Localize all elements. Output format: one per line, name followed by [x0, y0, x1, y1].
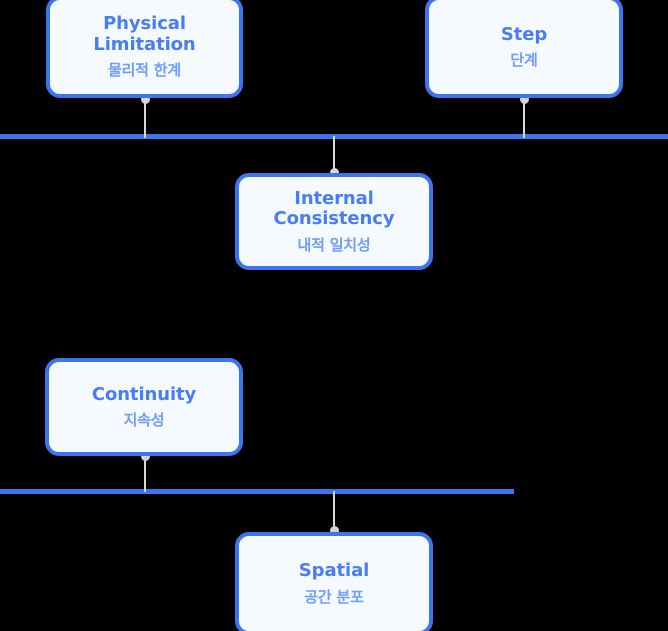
node-label-ko: 내적 일치성 [297, 235, 371, 254]
connector-stem-internal-consistency [333, 136, 335, 176]
node-internal-consistency[interactable]: Internal Consistency 내적 일치성 [235, 173, 433, 270]
connector-rail-lower [0, 489, 514, 494]
connector-stem-spatial [333, 491, 335, 533]
node-label-en: Step [500, 23, 548, 45]
node-label-ko: 물리적 한계 [107, 61, 182, 80]
connector-stem-physical-limitation [144, 98, 146, 138]
connector-stem-continuity [144, 456, 146, 492]
node-label-en: Spatial [298, 560, 370, 582]
node-label-ko: 지속성 [123, 411, 165, 430]
node-spatial[interactable]: Spatial 공간 분포 [235, 532, 433, 631]
node-label-ko: 단계 [510, 51, 538, 70]
node-label-ko: 공간 분포 [304, 587, 364, 606]
node-label-en: Internal Consistency [273, 187, 395, 230]
connector-stem-step [523, 98, 525, 138]
node-physical-limitation[interactable]: Physical Limitation 물리적 한계 [46, 0, 243, 98]
node-label-en: Continuity [91, 383, 197, 405]
node-step[interactable]: Step 단계 [425, 0, 623, 98]
node-label-en: Physical Limitation [93, 13, 196, 55]
node-continuity[interactable]: Continuity 지속성 [45, 358, 243, 456]
